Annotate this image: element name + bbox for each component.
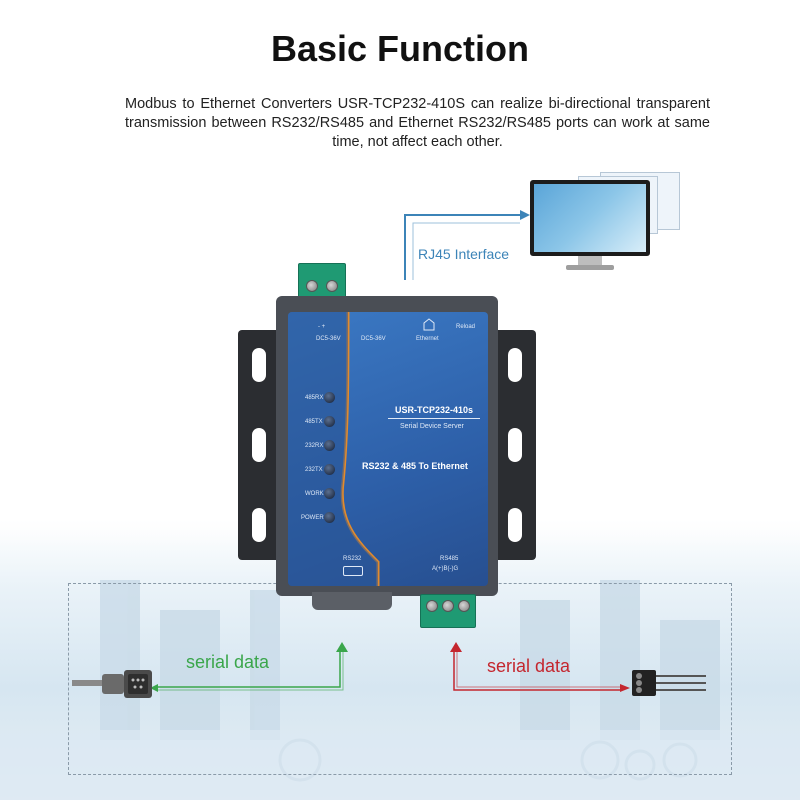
power-pins-label: - + [318, 324, 326, 330]
panel-accent-stripe [288, 312, 380, 586]
rs485-label: RS485 [440, 556, 459, 562]
model-tagline: RS232 & 485 To Ethernet [362, 461, 468, 471]
screw-icon [458, 600, 470, 612]
computer-monitor-icon [530, 180, 650, 256]
right-mounting-bracket [494, 330, 536, 560]
description-text: Modbus to Ethernet Converters USR-TCP232… [125, 96, 710, 150]
serial-arrow-right [450, 642, 630, 692]
dc-jack-label: DC5-36V [361, 336, 386, 342]
reload-label: Reload [456, 324, 476, 330]
rs485-terminal-block [420, 594, 476, 628]
rj45-arrow [404, 210, 530, 280]
page-title: Basic Function [270, 28, 530, 69]
led-label-485rx: 485RX [305, 395, 324, 401]
screw-icon [426, 600, 438, 612]
led-label-work: WORK [305, 491, 324, 497]
monitor-stand [578, 256, 602, 266]
model-name: USR-TCP232-410s [395, 405, 474, 415]
serial-data-right-label: serial data [487, 656, 571, 676]
screw-icon [326, 280, 338, 292]
rs232-port-icon [343, 566, 363, 576]
screw-icon [442, 600, 454, 612]
led-485rx [324, 392, 335, 403]
monitor-screen [534, 184, 646, 252]
power-terminal-block [298, 263, 346, 299]
led-label-power: POWER [301, 515, 324, 521]
serial-data-left-label: serial data [186, 652, 270, 672]
led-label-485tx: 485TX [305, 419, 323, 425]
rs232-label: RS232 [343, 556, 362, 562]
rj45-interface-label: RJ45 Interface [418, 246, 510, 262]
factory-illustration [0, 580, 800, 800]
led-label-232rx: 232RX [305, 443, 324, 449]
monitor-base [566, 265, 614, 270]
screw-icon [306, 280, 318, 292]
ethernet-label: Ethernet [416, 336, 439, 342]
device-front-panel [288, 312, 488, 586]
rs485-terminal-icon [632, 670, 706, 696]
ethernet-port-icon [423, 318, 435, 331]
model-divider [388, 418, 480, 419]
led-work [324, 488, 335, 499]
led-232rx [324, 440, 335, 451]
led-label-232tx: 232TX [305, 467, 323, 473]
db9-connector [312, 592, 392, 610]
left-mounting-bracket [238, 330, 280, 560]
power-voltage-label: DC5-36V [316, 336, 341, 342]
led-power [324, 512, 335, 523]
db9-serial-plug-icon [72, 670, 152, 698]
rs485-pins-label: A(+)B(-)G [432, 566, 459, 572]
serial-arrow-left [150, 642, 348, 692]
led-485tx [324, 416, 335, 427]
led-232tx [324, 464, 335, 475]
model-subtitle: Serial Device Server [400, 423, 464, 430]
